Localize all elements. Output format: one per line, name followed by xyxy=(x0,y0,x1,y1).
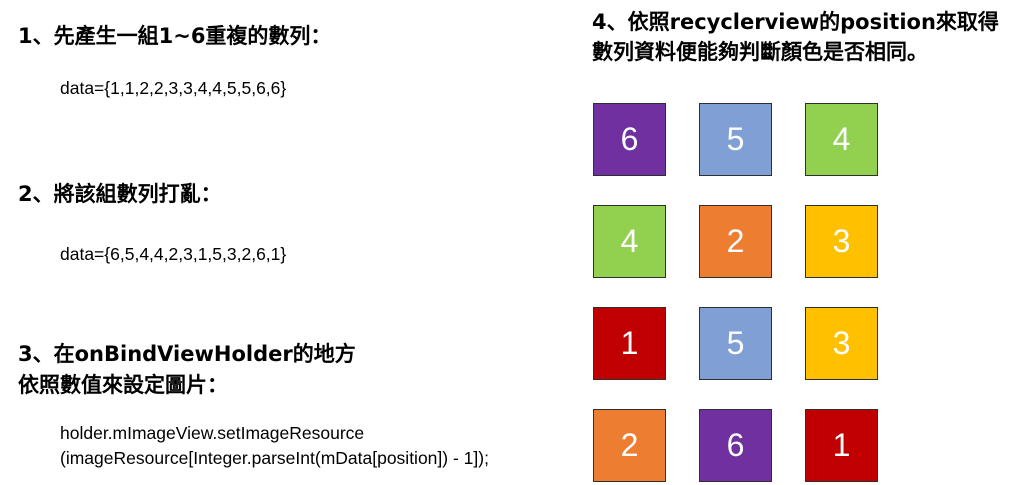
step3-title-line2: 依照數值來設定圖片： xyxy=(18,373,228,397)
color-tile: 3 xyxy=(805,307,878,380)
color-tile: 4 xyxy=(805,103,878,176)
color-tile: 2 xyxy=(593,409,666,482)
step1-title: 1、先產生一組1~6重複的數列： xyxy=(18,24,332,48)
step2-code: data={6,5,4,4,2,3,1,5,3,2,6,1} xyxy=(60,244,287,264)
color-tile: 1 xyxy=(593,307,666,380)
color-tile: 5 xyxy=(699,307,772,380)
color-tile: 5 xyxy=(699,103,772,176)
color-tile-grid: 6 5 4 4 2 3 1 5 3 2 6 1 xyxy=(593,103,881,482)
color-tile: 2 xyxy=(699,205,772,278)
step2-title: 2、將該組數列打亂： xyxy=(18,182,222,206)
step3-title-line1: 3、在onBindViewHolder的地方 xyxy=(18,342,356,366)
step3-code-line2: (imageResource[Integer.parseInt(mData[po… xyxy=(60,448,489,468)
color-tile: 6 xyxy=(593,103,666,176)
color-tile: 4 xyxy=(593,205,666,278)
step1-code: data={1,1,2,2,3,3,4,4,5,5,6,6} xyxy=(60,78,287,98)
color-tile: 1 xyxy=(805,409,878,482)
color-tile: 3 xyxy=(805,205,878,278)
color-tile: 6 xyxy=(699,409,772,482)
step4-title-line2: 數列資料便能夠判斷顏色是否相同。 xyxy=(592,40,928,64)
step3-code-line1: holder.mImageView.setImageResource xyxy=(60,423,365,443)
step4-title-line1: 4、依照recyclerview的position來取得 xyxy=(592,10,999,34)
